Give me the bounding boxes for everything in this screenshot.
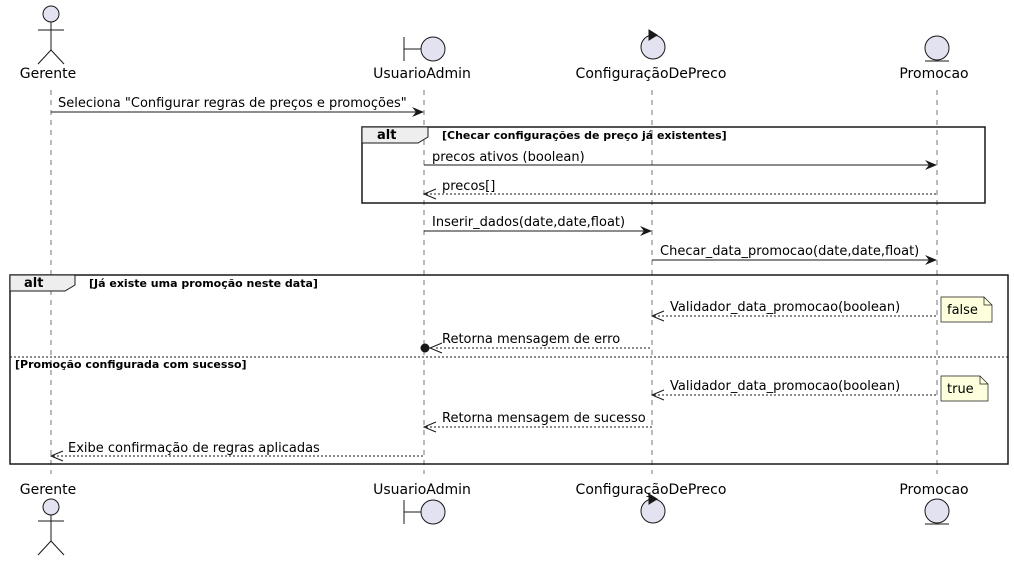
open-arrowhead-icon bbox=[428, 342, 443, 354]
note-corner-icon bbox=[979, 376, 988, 385]
control-configuracao-bottom: ConfiguraçãoDePreco bbox=[576, 482, 727, 524]
message-label: Validador_data_promocao(boolean) bbox=[670, 379, 900, 394]
note-text: false bbox=[947, 303, 978, 318]
message-7: Retorna mensagem de erro bbox=[420, 332, 652, 354]
message-label: precos[] bbox=[442, 179, 495, 194]
message-label: Exibe confirmação de regras aplicadas bbox=[68, 441, 320, 456]
arrowhead-icon bbox=[925, 160, 937, 170]
alt-frame-2-keyword: alt bbox=[24, 276, 43, 291]
message-label: Retorna mensagem de sucesso bbox=[442, 411, 646, 426]
boundary-usuarioadmin-top: UsuarioAdmin bbox=[373, 36, 471, 82]
actor-gerente-bottom: Gerente bbox=[20, 482, 77, 556]
participant-label-promocao: Promocao bbox=[899, 66, 968, 82]
message-6: Validador_data_promocao(boolean) bbox=[650, 300, 937, 322]
message-9: Retorna mensagem de sucesso bbox=[422, 411, 652, 433]
entity-promocao-bottom: Promocao bbox=[899, 482, 969, 525]
note-true: true bbox=[940, 375, 989, 402]
arrowhead-icon bbox=[640, 226, 652, 236]
actor-icon bbox=[37, 498, 65, 556]
alt-frame-2-tab bbox=[9, 274, 76, 292]
note-false: false bbox=[940, 296, 993, 323]
alt-frame-2-guard: [Já existe uma promoção neste data] bbox=[89, 277, 318, 290]
control-configuracao-top: ConfiguraçãoDePreco bbox=[576, 29, 727, 82]
entity-promocao-top: Promocao bbox=[899, 35, 969, 82]
participant-label-promocao: Promocao bbox=[899, 482, 968, 498]
message-1: Seleciona "Configurar regras de preços e… bbox=[51, 96, 424, 117]
open-arrowhead-icon bbox=[650, 389, 665, 401]
boundary-icon bbox=[403, 36, 446, 62]
actor-icon bbox=[37, 5, 65, 65]
entity-icon bbox=[924, 498, 950, 525]
boundary-icon bbox=[403, 499, 446, 525]
open-arrowhead-icon bbox=[422, 421, 437, 433]
actor-gerente-top: Gerente bbox=[20, 5, 77, 82]
participant-label-usuarioadmin: UsuarioAdmin bbox=[373, 66, 471, 82]
message-10: Exibe confirmação de regras aplicadas bbox=[49, 441, 424, 462]
participant-label-configuracao: ConfiguraçãoDePreco bbox=[576, 66, 727, 82]
message-label: Validador_data_promocao(boolean) bbox=[670, 300, 900, 315]
participant-label-usuarioadmin: UsuarioAdmin bbox=[373, 482, 471, 498]
open-arrowhead-icon bbox=[650, 310, 665, 322]
arrowhead-icon bbox=[412, 107, 424, 117]
arrowhead-icon bbox=[925, 255, 937, 265]
message-label: Retorna mensagem de erro bbox=[442, 332, 620, 347]
message-3: precos[] bbox=[422, 179, 937, 200]
note-text: true bbox=[947, 382, 974, 397]
message-8: Validador_data_promocao(boolean) bbox=[650, 379, 937, 401]
control-icon bbox=[640, 493, 666, 524]
message-2: precos ativos (boolean) bbox=[424, 150, 937, 170]
participant-label-configuracao: ConfiguraçãoDePreco bbox=[576, 482, 727, 498]
message-label: Inserir_dados(date,date,float) bbox=[432, 215, 625, 230]
alt-frame-2-else-guard: [Promoção configurada com sucesso] bbox=[15, 358, 247, 371]
message-label: Checar_data_promocao(date,date,float) bbox=[660, 244, 919, 259]
alt-frame-1-keyword: alt bbox=[377, 128, 396, 143]
control-icon bbox=[640, 29, 666, 60]
message-4: Inserir_dados(date,date,float) bbox=[424, 215, 652, 236]
message-label: Seleciona "Configurar regras de preços e… bbox=[58, 96, 407, 111]
lost-message-dot-icon bbox=[420, 343, 430, 353]
participant-label-gerente: Gerente bbox=[20, 482, 77, 498]
alt-frame-1-guard: [Checar configurações de preço já existe… bbox=[442, 129, 727, 142]
alt-frame-1: alt [Checar configurações de preço já ex… bbox=[361, 126, 986, 204]
note-corner-icon bbox=[983, 297, 992, 306]
alt-frame-1-tab bbox=[361, 126, 429, 144]
alt-frame-2: alt [Já existe uma promoção neste data] … bbox=[9, 274, 1009, 465]
entity-icon bbox=[924, 35, 950, 62]
open-arrowhead-icon bbox=[49, 450, 64, 462]
message-label: precos ativos (boolean) bbox=[432, 150, 585, 165]
open-arrowhead-icon bbox=[422, 188, 437, 200]
boundary-usuarioadmin-bottom: UsuarioAdmin bbox=[373, 482, 471, 525]
message-5: Checar_data_promocao(date,date,float) bbox=[652, 244, 937, 265]
participant-label-gerente: Gerente bbox=[20, 66, 77, 82]
